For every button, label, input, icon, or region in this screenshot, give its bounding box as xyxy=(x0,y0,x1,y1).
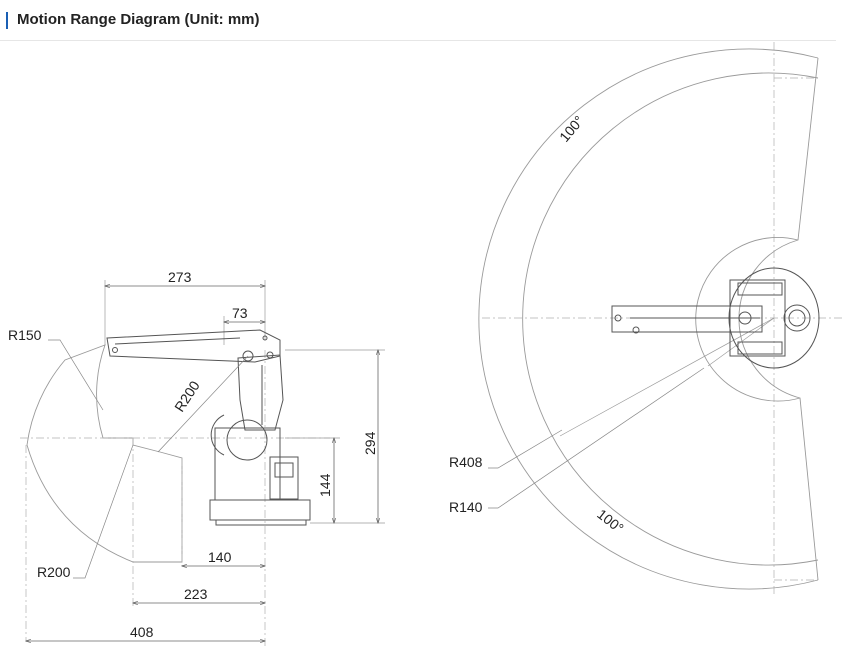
dim-408-label: 408 xyxy=(130,624,154,640)
dim-73-label: 73 xyxy=(232,305,248,321)
header-accent-bar xyxy=(6,12,8,29)
dim-r408-label: R408 xyxy=(449,454,483,470)
top-view xyxy=(478,42,842,595)
top-envelope-outer xyxy=(478,48,819,590)
side-view xyxy=(20,280,385,648)
angle-lower-label: 100° xyxy=(594,506,627,536)
dim-223-label: 223 xyxy=(184,586,208,602)
dim-273-label: 273 xyxy=(168,269,192,285)
r200-leader xyxy=(73,444,134,579)
dim-r150-label: R150 xyxy=(8,327,42,343)
r150-leader xyxy=(48,339,104,411)
top-robot xyxy=(611,267,820,369)
side-forearm xyxy=(237,354,284,431)
r200-arm-leader xyxy=(157,355,249,453)
dim-r200-label: R200 xyxy=(37,564,71,580)
dim-r140-label: R140 xyxy=(449,499,483,515)
dim-140-label: 140 xyxy=(208,549,232,565)
angle-upper-label: 100° xyxy=(556,112,587,144)
motion-range-diagram: 273 73 R150 R200 294 144 140 R200 223 40… xyxy=(8,42,842,648)
top-envelope-inner xyxy=(522,72,819,566)
diagram-header: Motion Range Diagram (Unit: mm) xyxy=(0,0,836,41)
page-title: Motion Range Diagram (Unit: mm) xyxy=(17,11,260,28)
r140-leader xyxy=(488,367,705,509)
side-base xyxy=(209,414,311,526)
r408-leader xyxy=(488,429,563,469)
dim-294-label: 294 xyxy=(362,431,378,455)
side-envelope-outline xyxy=(26,344,183,563)
dim-144-label: 144 xyxy=(317,473,333,497)
